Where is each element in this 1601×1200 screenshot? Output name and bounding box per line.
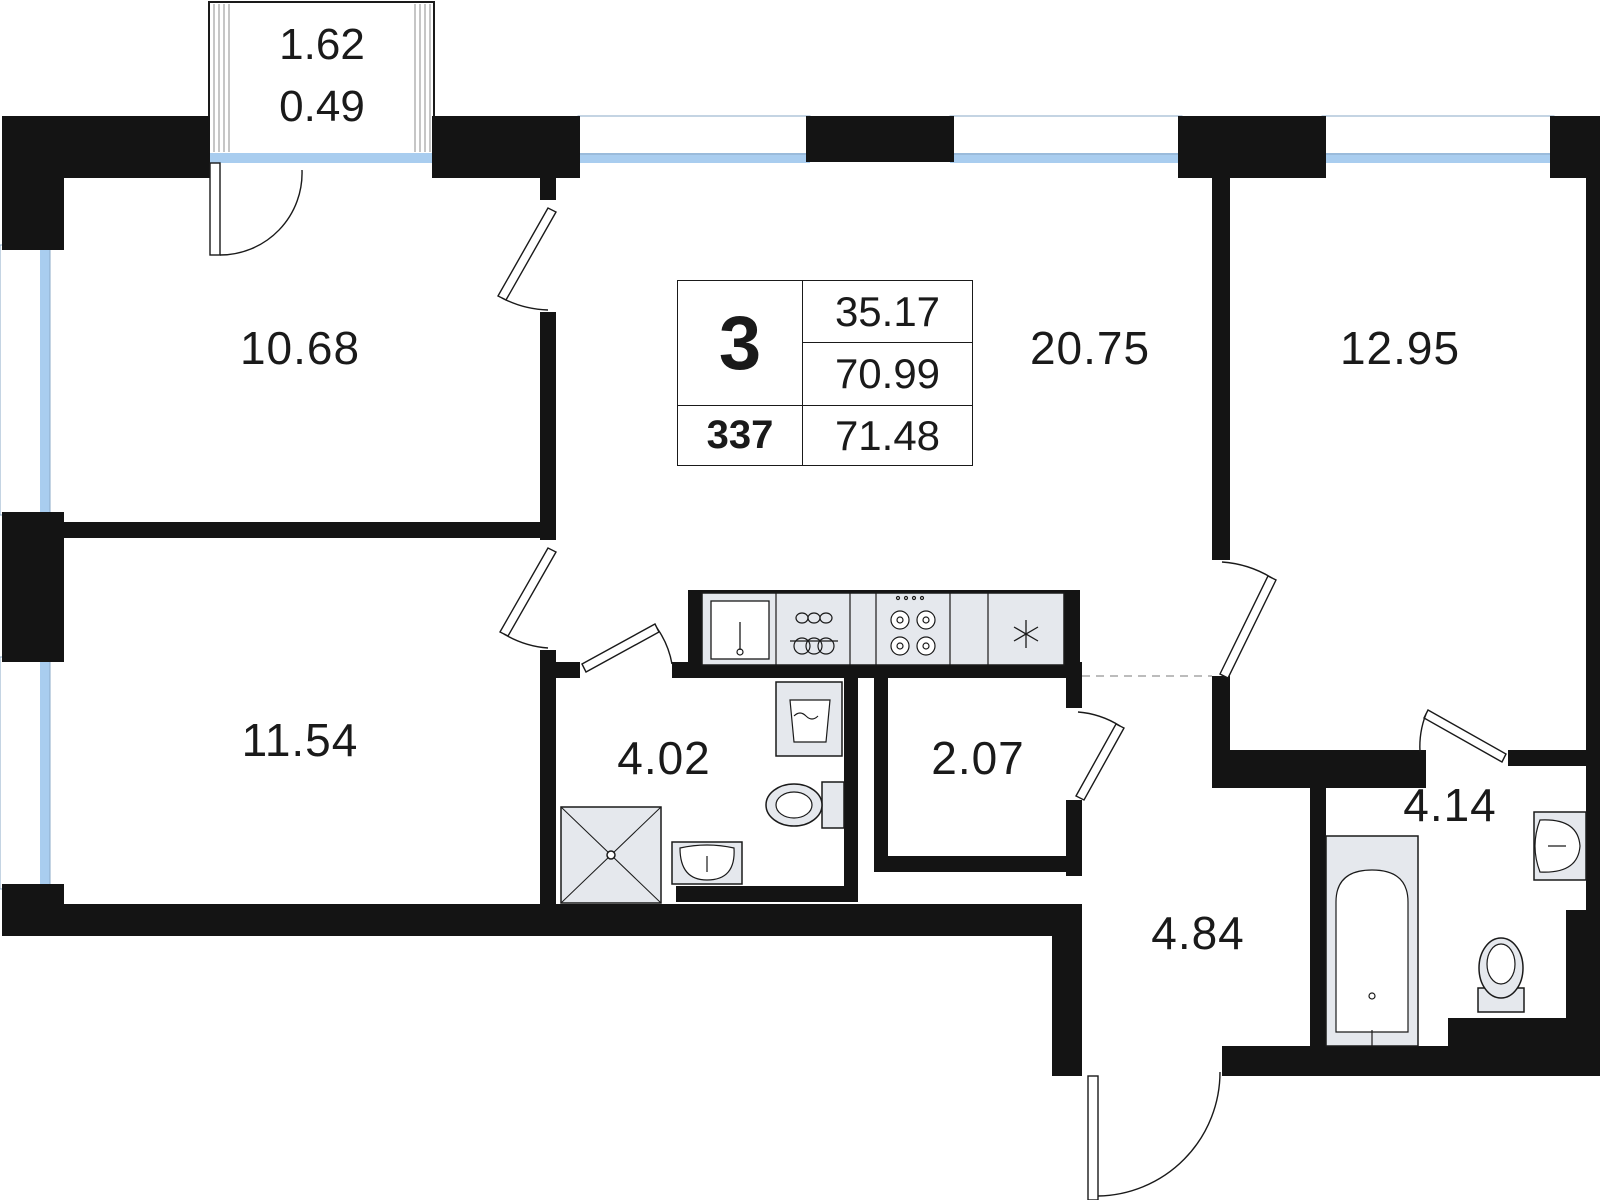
bathroom-1-fixtures xyxy=(560,681,845,904)
room-area-hallway: 4.84 xyxy=(1151,907,1245,959)
walls xyxy=(2,116,1600,1076)
room-area-bathroom-1: 4.02 xyxy=(617,732,711,784)
room-area-bathroom-2: 4.14 xyxy=(1403,779,1497,831)
apartment-number: 337 xyxy=(678,405,802,465)
room-area-living-kitchen: 20.75 xyxy=(1029,322,1151,374)
windows xyxy=(40,153,1554,889)
room-area-bedroom-1: 10.68 xyxy=(239,322,361,374)
balcony-area: 1.62 xyxy=(279,20,365,69)
living-area: 35.17 xyxy=(802,281,972,343)
rooms-count: 3 xyxy=(718,300,762,386)
bathroom-2-fixtures xyxy=(1325,811,1587,1047)
apartment-info-box: 3 337 35.17 70.99 71.48 xyxy=(677,280,973,466)
room-area-bedroom-3: 12.95 xyxy=(1339,322,1461,374)
total-area: 70.99 xyxy=(802,343,972,405)
snowflake-icon xyxy=(1013,620,1039,648)
room-area-bedroom-2: 11.54 xyxy=(241,714,359,766)
balcony-reduced-area: 0.49 xyxy=(279,82,365,131)
room-area-storage: 2.07 xyxy=(931,732,1025,784)
total-area-with-balcony: 71.48 xyxy=(802,405,972,465)
kitchen-units xyxy=(701,592,1065,666)
balcony xyxy=(208,1,435,155)
doors xyxy=(209,162,1507,1200)
